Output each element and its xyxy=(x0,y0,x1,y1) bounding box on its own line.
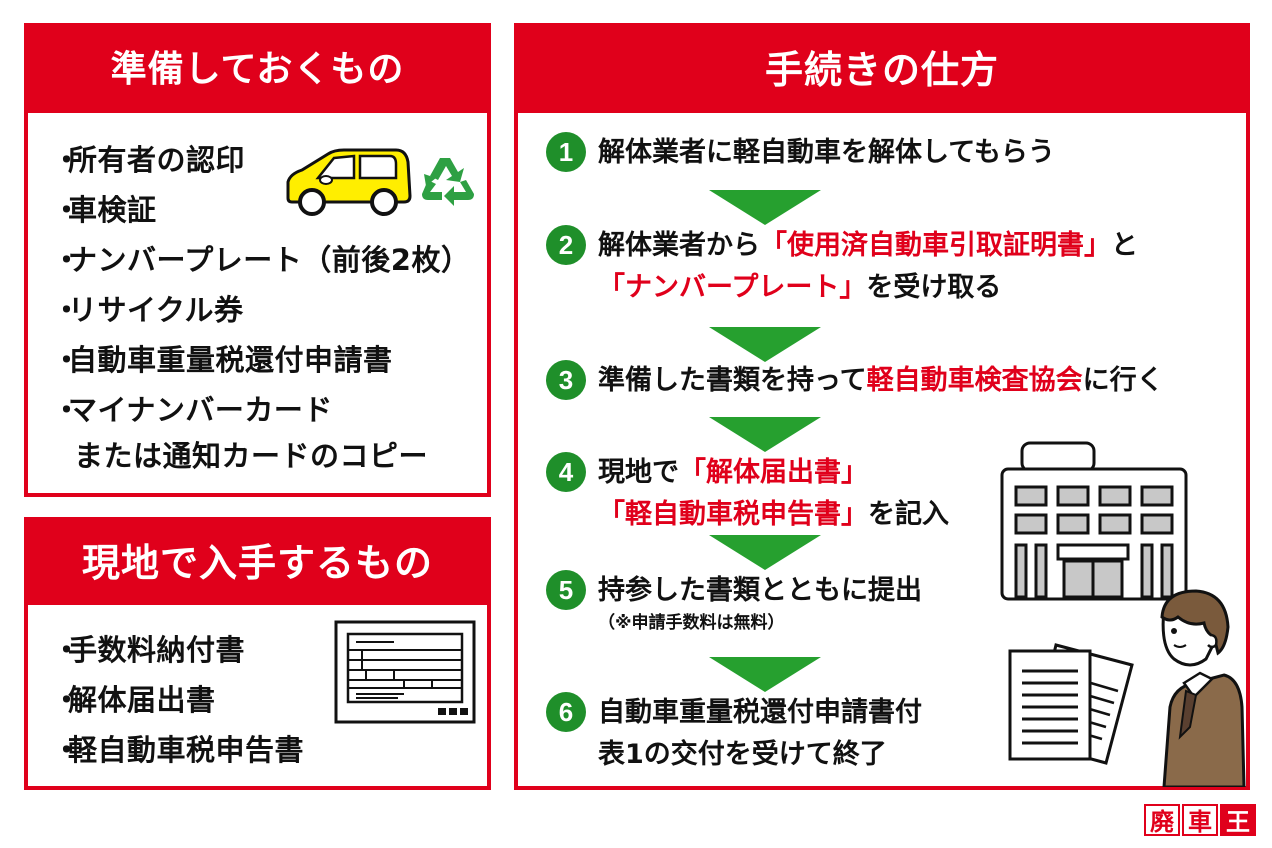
arrow-down-icon xyxy=(709,657,821,692)
list-item: ・所有者の認印 xyxy=(52,143,246,177)
onsite-list: ・手数料納付書 ・解体届出書 ・軽自動車税申告書 xyxy=(52,625,304,775)
step-number-badge: 6 xyxy=(546,692,586,732)
procedure-panel: 手続きの仕方 1 解体業者に軽自動車を解体してもらう 2 解体業者から「使用済自… xyxy=(514,23,1250,790)
fee-note: （※申請手数料は無料） xyxy=(598,613,785,633)
list-item: ・解体届出書 xyxy=(52,683,216,717)
list-item: ・車検証 xyxy=(52,193,157,227)
step-1: 1 解体業者に軽自動車を解体してもらう xyxy=(546,132,1055,174)
list-item: ・自動車重量税還付申請書 xyxy=(52,343,393,377)
documents-icon xyxy=(1008,643,1134,765)
arrow-down-icon xyxy=(709,535,821,570)
step-number-badge: 1 xyxy=(546,132,586,172)
arrow-down-icon xyxy=(709,327,821,362)
logo-char: 王 xyxy=(1220,804,1256,836)
prepare-panel: 準備しておくもの ・所有者の認印 ・車検証 ・ナンバープレート（前後2枚） ・リ… xyxy=(24,23,491,497)
step-number-badge: 2 xyxy=(546,225,586,265)
onsite-panel: 現地で入手するもの ・手数料納付書 ・解体届出書 ・軽自動車税申告書 xyxy=(24,517,491,790)
brand-logo: 廃 車 王 xyxy=(1144,804,1256,836)
list-item: ・マイナンバーカード xyxy=(52,393,333,427)
step-number-badge: 3 xyxy=(546,360,586,400)
recycle-icon xyxy=(422,158,474,206)
businessman-icon xyxy=(1160,589,1246,787)
logo-char: 車 xyxy=(1182,804,1218,836)
car-icon xyxy=(286,148,412,216)
step-3: 3 準備した書類を持って軽自動車検査協会に行く xyxy=(546,360,1164,402)
arrow-down-icon xyxy=(709,190,821,225)
logo-char: 廃 xyxy=(1144,804,1180,836)
step-number-badge: 5 xyxy=(546,570,586,610)
form-document-icon xyxy=(334,620,476,724)
step-4: 4 現地で「解体届出書」 「軽自動車税申告書」を記入 xyxy=(546,452,949,536)
list-item: ・手数料納付書 xyxy=(52,633,246,667)
list-item: ・リサイクル券 xyxy=(52,293,244,327)
prepare-list: ・所有者の認印 ・車検証 ・ナンバープレート（前後2枚） ・リサイクル券 ・自動… xyxy=(52,135,470,481)
arrow-down-icon xyxy=(709,417,821,452)
list-sub-note: または通知カードのコピー xyxy=(74,439,429,473)
procedure-title: 手続きの仕方 xyxy=(518,27,1246,113)
step-5: 5 持参した書類とともに提出 （※申請手数料は無料） xyxy=(546,570,922,634)
list-item: ・軽自動車税申告書 xyxy=(52,733,305,767)
step-number-badge: 4 xyxy=(546,452,586,492)
step-2: 2 解体業者から「使用済自動車引取証明書」と 「ナンバープレート」を受け取る xyxy=(546,225,1138,309)
office-building-icon xyxy=(1000,441,1188,601)
onsite-title: 現地で入手するもの xyxy=(28,521,487,605)
list-item: ・ナンバープレート（前後2枚） xyxy=(52,243,471,277)
step-6: 6 自動車重量税還付申請書付 表1の交付を受けて終了 xyxy=(546,692,922,776)
prepare-title: 準備しておくもの xyxy=(28,27,487,113)
